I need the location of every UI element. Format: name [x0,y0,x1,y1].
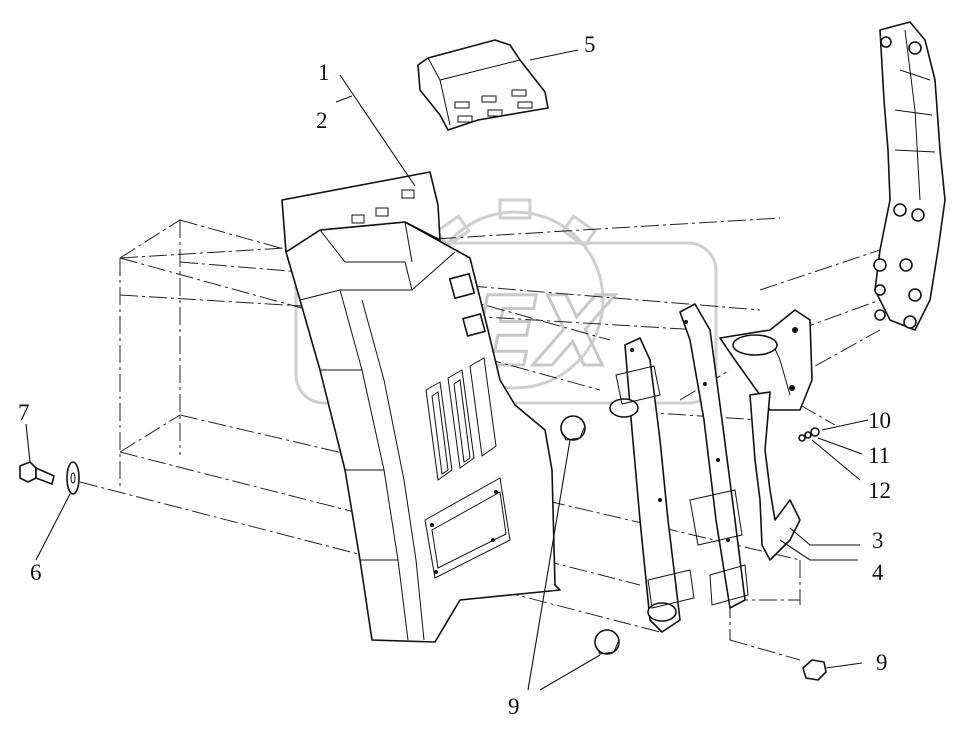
bolt-part-7 [19,461,55,485]
left-rail [609,337,695,633]
fasteners-10-12 [798,427,820,442]
pedal-assembly [719,309,813,561]
watermark-gear-teeth [435,198,597,248]
mounting-bracket [873,21,946,331]
bracket-slots [454,89,533,123]
part-5-bracket [417,39,549,131]
callout-6: 6 [30,560,42,585]
callout-1: 1 [318,60,330,85]
front-panel-part [285,221,561,643]
callout-labels: 1 2 3 4 5 6 7 9 9 10 11 12 [18,32,891,719]
callout-11: 11 [868,443,890,468]
panel-top-clip [281,171,441,253]
vent-slots [425,357,497,481]
washer-part-6 [66,461,80,495]
nut-part-9 [802,659,827,681]
callout-10: 10 [868,408,891,433]
callout-2: 2 [316,108,328,133]
cap-lower [594,629,620,655]
callout-7: 7 [18,400,30,425]
cap-upper [560,415,586,441]
right-rail [630,303,749,609]
callout-12: 12 [868,478,891,503]
callout-9-caps: 9 [508,694,520,719]
callout-4: 4 [872,560,884,585]
callout-9-nut: 9 [876,650,888,675]
leader-lines [25,49,869,691]
callout-3: 3 [872,528,884,553]
callout-5: 5 [584,32,596,57]
